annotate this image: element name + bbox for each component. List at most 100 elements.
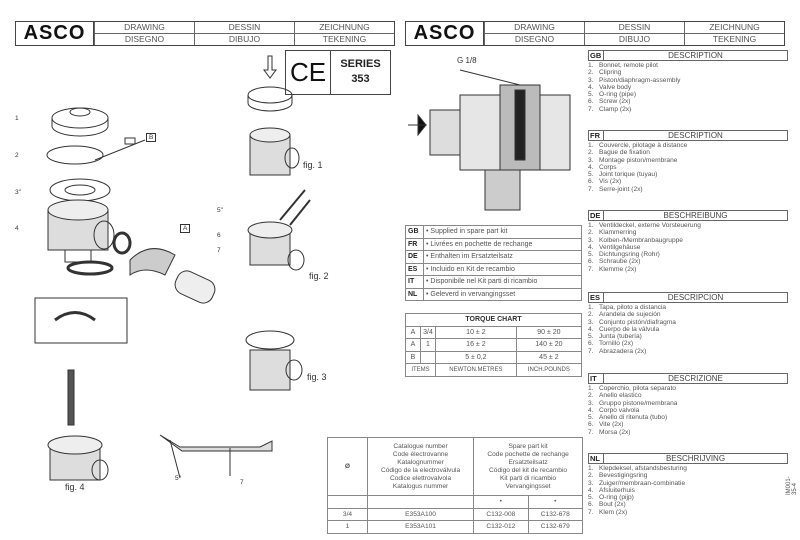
item-text: Coperchio, pilota separato (599, 385, 676, 392)
item-text: Abrazadera (2x) (599, 347, 647, 355)
item-text: Vite (2x) (599, 421, 624, 429)
list-item: 5.O-ring (pipe) (588, 91, 637, 99)
language-code: ES (405, 262, 424, 276)
list-item: 5.Junta (tubería) (588, 333, 642, 341)
list-item: 7.Klemme (2x) (588, 265, 637, 273)
description-title: BESCHRIJVING (665, 454, 726, 463)
item-text: Gruppo pistone/membrana (599, 399, 678, 407)
part-label: 3" (15, 189, 21, 196)
list-item: 3.Conjunto pistón/diafragma (588, 318, 676, 326)
asco-logo: ASCO (406, 22, 484, 45)
header-cell: DESSIN (194, 22, 294, 34)
list-item: 2.Arandela de sujeción (588, 311, 661, 319)
exploded-view-drawing (34, 55, 311, 481)
torque-col-items: ITEMS (405, 363, 436, 377)
part-label: 6 (217, 232, 221, 239)
bullet: • (426, 228, 429, 236)
torque-cell: 10 ± 2 (435, 325, 517, 339)
list-item: 2.Bague de fixation (588, 149, 650, 157)
fig2-drawing (247, 189, 311, 271)
item-text: Cuerpo de la válvula (599, 325, 660, 333)
list-item: 3.Gruppo pistone/membrana (588, 399, 678, 407)
catalogue-cell: C132-678 (527, 507, 584, 521)
fig1-drawing (247, 55, 300, 176)
legend-row: GB• Supplied in spare part kit (405, 225, 582, 239)
legend-row: NL• Geleverd in vervangingsset (405, 287, 582, 301)
legend-row: IT• Disponibile nel Kit parti di ricambi… (405, 275, 582, 289)
torque-title: TORQUE CHART (405, 313, 582, 327)
item-text: Klammerring (599, 229, 637, 237)
fig3-drawing (245, 330, 303, 391)
item-text: Zuiger/membraan-combinatie (599, 479, 686, 487)
description-title: DESCRIZIONE (668, 374, 723, 383)
size-header: Ø (327, 437, 368, 496)
language-code: NL (405, 287, 424, 301)
list-item: 6.Vis (2x) (588, 178, 622, 186)
language-code: FR (405, 237, 424, 251)
torque-cell: 1 (420, 338, 436, 352)
screw-part (94, 137, 146, 161)
language-code: DE (405, 250, 424, 264)
item-text: Vis (2x) (599, 178, 622, 186)
item-text: Valve body (599, 83, 632, 91)
catalogue-cell: C132-008 (473, 507, 529, 521)
language-code: DE (589, 211, 604, 220)
catalogue-cell: E353A100 (366, 507, 475, 521)
fig-3-label: fig. 3 (307, 372, 327, 382)
list-item: 3.Montage piston/membrane (588, 156, 678, 164)
valve-body-part (47, 199, 115, 263)
item-text: Tornillo (2x) (599, 340, 634, 348)
list-item: 7.Serre-joint (2x) (588, 185, 643, 193)
header-cell: DISEGNO (94, 34, 194, 45)
kit-header: Spare part kit Code pochette de rechange… (473, 437, 583, 496)
item-text: Piston/diaphragm-assembly (599, 76, 681, 84)
catalogue-cell: C132-679 (527, 520, 584, 534)
language-code: ES (589, 293, 604, 302)
item-text: Afsluiterhuis (599, 486, 635, 494)
bullet: • (426, 253, 429, 261)
list-item: 3.Kolben-/Membranbaugruppe (588, 236, 683, 244)
torque-cell: 5 ± 0,2 (435, 350, 517, 364)
item-text: Montage piston/membrane (599, 156, 678, 164)
o-ring-pipe (112, 231, 132, 255)
part-label: 2 (15, 152, 19, 159)
torque-cell: 45 ± 2 (515, 350, 583, 364)
list-item: 7.Morsa (2x) (588, 428, 631, 436)
description-title: BESCHREIBUNG (663, 211, 728, 220)
header-cell: DIBUJO (194, 34, 294, 45)
port-size-label: G 1/8 (457, 56, 477, 65)
list-item: 7.Clamp (2x) (588, 105, 632, 113)
list-item: 4.Cuerpo de la válvula (588, 325, 660, 333)
fig-4-label: fig. 4 (65, 482, 85, 492)
torque-cell: 140 ± 20 (515, 338, 583, 352)
item-text: Morsa (2x) (599, 428, 631, 436)
ce-mark: CE (286, 51, 331, 94)
item-text: Schraube (2x) (599, 258, 641, 266)
item-text: Ventildeckel, externe Vorsteuerung (599, 222, 701, 229)
list-item: 4.Corps (588, 163, 617, 171)
catalogue-cell: E353A101 (366, 520, 475, 534)
item-text: Clamp (2x) (599, 105, 632, 113)
torque-col-inlb: INCH.POUNDS (515, 363, 583, 377)
torque-ref-a: A (180, 224, 191, 233)
torque-cell: 16 ± 2 (435, 338, 517, 352)
language-code: GB (405, 225, 424, 239)
legend-text: Livrées en pochette de rechange (430, 240, 533, 248)
torque-cell: A (405, 325, 421, 339)
legend-text: Disponibile nel Kit parti di ricambio (430, 278, 538, 286)
torque-cell (420, 350, 436, 364)
bullet: • (426, 278, 429, 286)
item-text: Klemme (2x) (599, 265, 637, 273)
catalogue-table: Ø Catalogue number Code électrovanne Kat… (327, 437, 584, 534)
asco-logo: ASCO (16, 22, 94, 45)
description-title: DESCRIPCION (667, 293, 724, 302)
item-text: Kolben-/Membranbaugruppe (599, 236, 683, 244)
clamp-section-drawing (159, 434, 273, 479)
o-ring-part (66, 260, 114, 276)
header-cell: DRAWING (484, 22, 584, 34)
